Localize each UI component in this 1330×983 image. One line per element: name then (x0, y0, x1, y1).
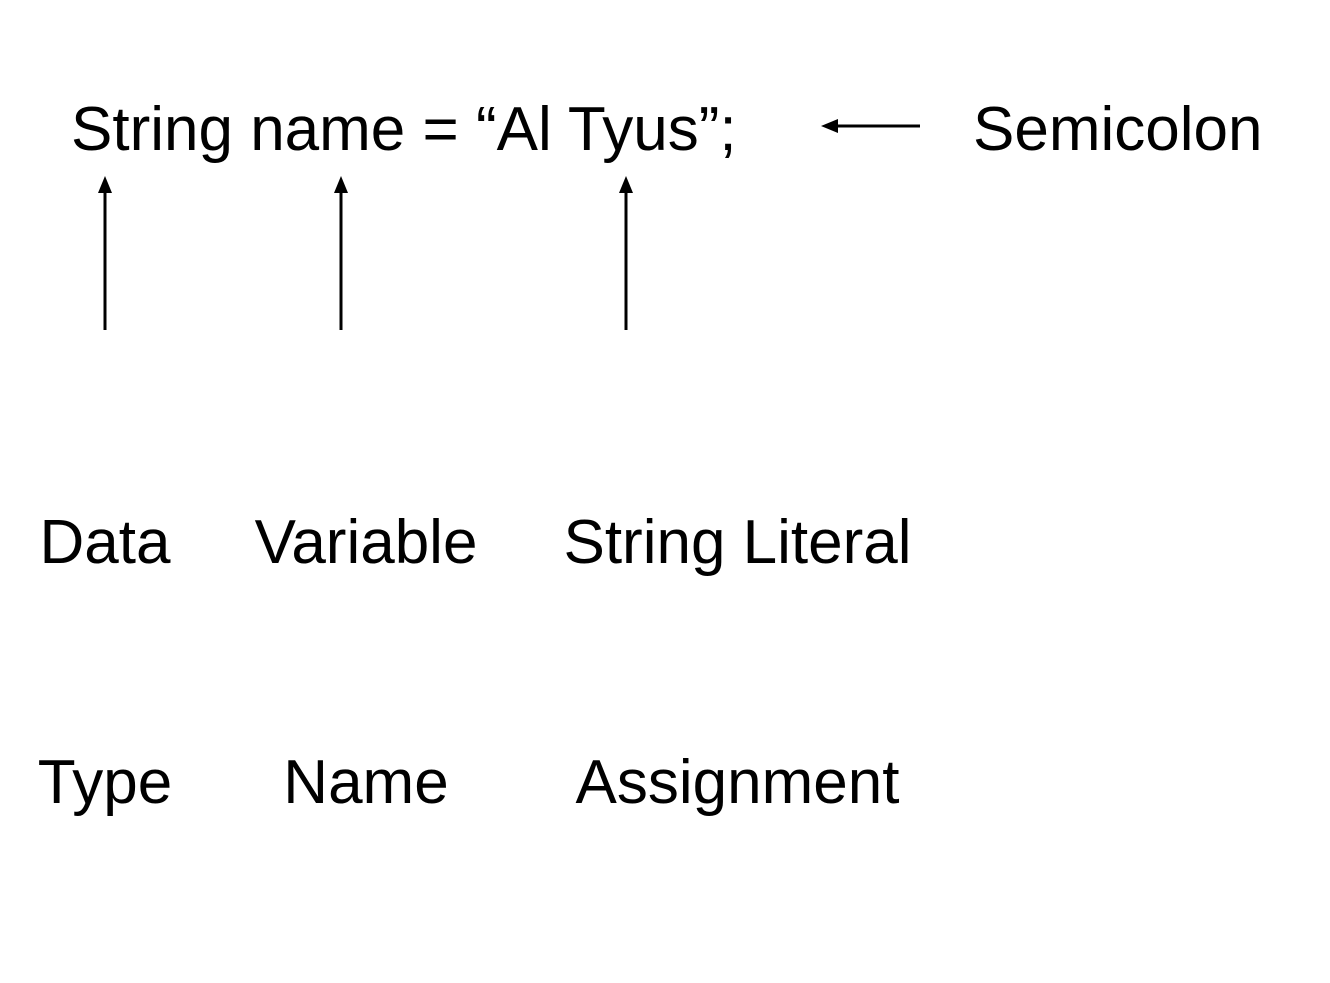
semicolon-arrow (821, 119, 920, 133)
code-statement: String name = “Al Tyus”; (71, 95, 737, 164)
data-type-label-line1: Data (39, 508, 171, 577)
semicolon-label: Semicolon (973, 95, 1263, 164)
variable-name-label-line1: Variable (254, 508, 478, 577)
string-literal-label-line2: Assignment (575, 748, 900, 817)
string-literal-arrow (619, 176, 633, 330)
data-type-arrow (98, 176, 112, 330)
variable-name-arrow (334, 176, 348, 330)
code-annotation-diagram: String name = “Al Tyus”; Semicolon Data … (38, 95, 1263, 817)
string-literal-label-line1: String Literal (563, 508, 912, 577)
arrows-layer (98, 119, 920, 330)
variable-name-label-line2: Name (283, 748, 449, 817)
data-type-label-line2: Type (37, 748, 173, 817)
